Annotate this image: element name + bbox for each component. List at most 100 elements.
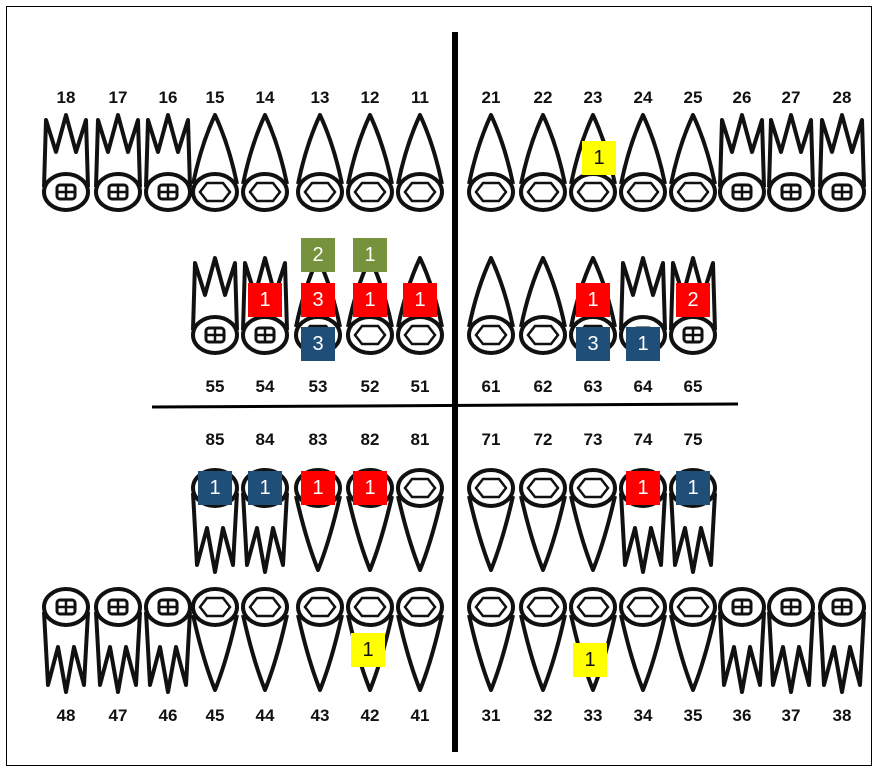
tooth-13 bbox=[296, 113, 344, 212]
tooth-number-61: 61 bbox=[481, 377, 501, 396]
marker-23-yellow: 1 bbox=[582, 141, 616, 175]
tooth-number-72: 72 bbox=[533, 430, 553, 449]
tooth-65 bbox=[669, 256, 717, 355]
tooth-28 bbox=[818, 113, 866, 212]
tooth-24 bbox=[619, 113, 667, 212]
tooth-number-81: 81 bbox=[410, 430, 430, 449]
tooth-41 bbox=[396, 587, 444, 692]
tooth-number-28: 28 bbox=[832, 88, 852, 107]
tooth-number-34: 34 bbox=[633, 706, 653, 725]
tooth-number-33: 33 bbox=[583, 706, 603, 725]
tooth-number-45: 45 bbox=[205, 706, 225, 725]
tooth-number-84: 84 bbox=[255, 430, 275, 449]
marker-65-red: 2 bbox=[676, 283, 710, 317]
marker-42-yellow: 1 bbox=[351, 633, 385, 667]
tooth-number-73: 73 bbox=[583, 430, 603, 449]
tooth-number-43: 43 bbox=[310, 706, 330, 725]
tooth-54 bbox=[241, 256, 289, 355]
tooth-number-38: 38 bbox=[832, 706, 852, 725]
tooth-31 bbox=[467, 587, 515, 692]
tooth-number-35: 35 bbox=[683, 706, 703, 725]
tooth-number-32: 32 bbox=[533, 706, 553, 725]
marker-83-red: 1 bbox=[301, 471, 335, 505]
tooth-34 bbox=[619, 587, 667, 692]
midline-horizontal bbox=[151, 402, 739, 409]
tooth-38 bbox=[818, 587, 866, 694]
marker-84-blue: 1 bbox=[248, 471, 282, 505]
marker-85-blue: 1 bbox=[198, 471, 232, 505]
marker-51-red: 1 bbox=[403, 283, 437, 317]
tooth-45 bbox=[191, 587, 239, 692]
tooth-33 bbox=[569, 587, 617, 692]
tooth-number-75: 75 bbox=[683, 430, 703, 449]
tooth-61 bbox=[467, 256, 515, 355]
tooth-62 bbox=[519, 256, 567, 355]
tooth-number-21: 21 bbox=[481, 88, 501, 107]
tooth-number-63: 63 bbox=[583, 377, 603, 396]
tooth-71 bbox=[467, 468, 515, 572]
tooth-12 bbox=[346, 113, 394, 212]
marker-52-green: 1 bbox=[353, 238, 387, 272]
marker-82-red: 1 bbox=[353, 471, 387, 505]
tooth-27 bbox=[767, 113, 815, 212]
tooth-14 bbox=[241, 113, 289, 212]
marker-53-red: 3 bbox=[301, 283, 335, 317]
tooth-16 bbox=[144, 113, 192, 212]
tooth-15 bbox=[191, 113, 239, 212]
tooth-number-53: 53 bbox=[308, 377, 328, 396]
tooth-72 bbox=[519, 468, 567, 572]
marker-64-blue: 1 bbox=[626, 327, 660, 361]
tooth-number-14: 14 bbox=[255, 88, 275, 107]
marker-54-red: 1 bbox=[248, 283, 282, 317]
tooth-number-42: 42 bbox=[360, 706, 380, 725]
tooth-17 bbox=[94, 113, 142, 212]
marker-63-blue: 3 bbox=[576, 327, 610, 361]
tooth-number-41: 41 bbox=[410, 706, 430, 725]
tooth-43 bbox=[296, 587, 344, 692]
tooth-number-24: 24 bbox=[633, 88, 653, 107]
marker-75-blue: 1 bbox=[676, 471, 710, 505]
marker-74-red: 1 bbox=[626, 471, 660, 505]
tooth-number-37: 37 bbox=[781, 706, 801, 725]
marker-33-yellow: 1 bbox=[573, 643, 607, 677]
tooth-number-44: 44 bbox=[255, 706, 275, 725]
tooth-22 bbox=[519, 113, 567, 212]
tooth-73 bbox=[569, 468, 617, 572]
tooth-number-55: 55 bbox=[205, 377, 225, 396]
tooth-number-82: 82 bbox=[360, 430, 380, 449]
tooth-number-15: 15 bbox=[205, 88, 225, 107]
tooth-number-25: 25 bbox=[683, 88, 703, 107]
tooth-number-46: 46 bbox=[158, 706, 178, 725]
tooth-number-18: 18 bbox=[56, 88, 76, 107]
tooth-81 bbox=[396, 468, 444, 572]
tooth-44 bbox=[241, 587, 289, 692]
tooth-25 bbox=[669, 113, 717, 212]
tooth-number-64: 64 bbox=[633, 377, 653, 396]
tooth-number-31: 31 bbox=[481, 706, 501, 725]
tooth-number-62: 62 bbox=[533, 377, 553, 396]
tooth-55 bbox=[191, 256, 239, 355]
tooth-number-13: 13 bbox=[310, 88, 330, 107]
tooth-number-85: 85 bbox=[205, 430, 225, 449]
tooth-number-74: 74 bbox=[633, 430, 653, 449]
tooth-21 bbox=[467, 113, 515, 212]
tooth-number-65: 65 bbox=[683, 377, 703, 396]
tooth-number-83: 83 bbox=[308, 430, 328, 449]
tooth-number-71: 71 bbox=[481, 430, 501, 449]
marker-53-green: 2 bbox=[301, 238, 335, 272]
tooth-number-27: 27 bbox=[781, 88, 801, 107]
tooth-35 bbox=[669, 587, 717, 692]
tooth-number-51: 51 bbox=[410, 377, 430, 396]
tooth-number-17: 17 bbox=[108, 88, 128, 107]
marker-63-red: 1 bbox=[576, 283, 610, 317]
tooth-number-12: 12 bbox=[360, 88, 380, 107]
tooth-11 bbox=[396, 113, 444, 212]
tooth-48 bbox=[42, 587, 90, 694]
tooth-number-36: 36 bbox=[732, 706, 752, 725]
tooth-36 bbox=[718, 587, 766, 694]
tooth-37 bbox=[767, 587, 815, 694]
marker-52-red: 1 bbox=[353, 283, 387, 317]
tooth-26 bbox=[718, 113, 766, 212]
tooth-number-48: 48 bbox=[56, 706, 76, 725]
tooth-number-52: 52 bbox=[360, 377, 380, 396]
